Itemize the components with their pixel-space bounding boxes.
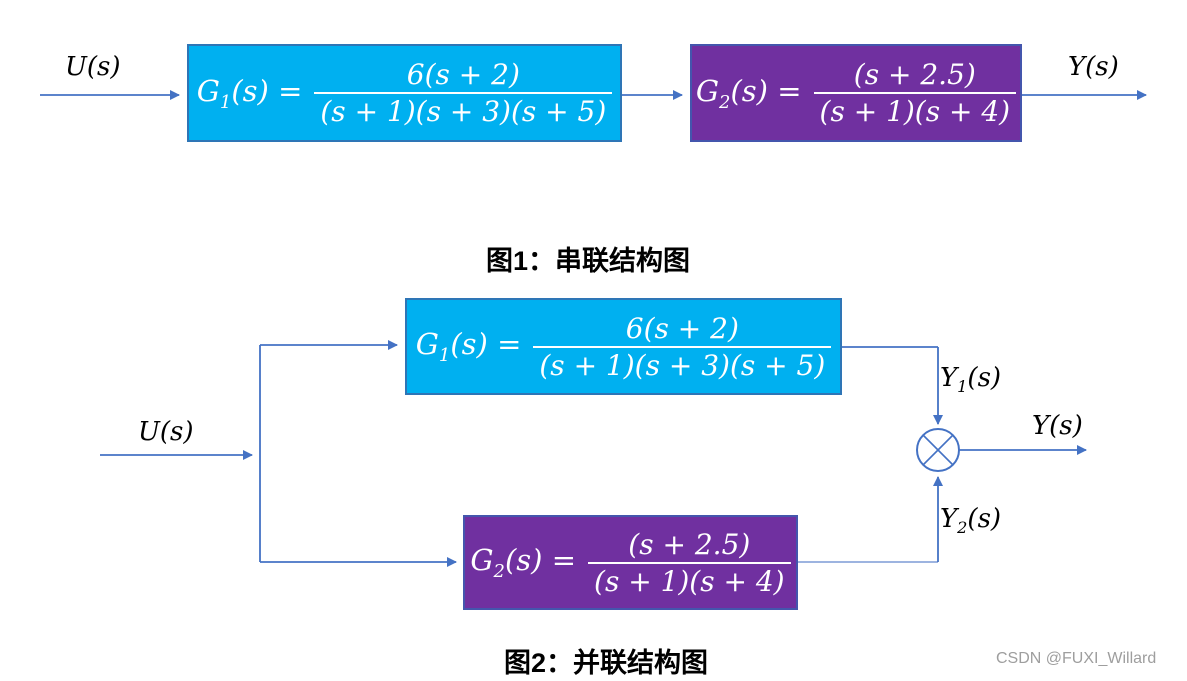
parallel-g1-block: G1(s) = 6(s + 2) (s + 1)(s + 3)(s + 5) [405, 298, 842, 395]
g1-denominator: (s + 1)(s + 3)(s + 5) [314, 92, 613, 129]
fig2-output-label: Y(s) [1032, 411, 1083, 441]
csdn-watermark: CSDN @FUXI_Willard [996, 650, 1157, 667]
fig2-input-label: U(s) [138, 417, 194, 447]
summing-junction-icon [916, 428, 960, 472]
g2-numerator: (s + 2.5) [628, 527, 751, 561]
series-g1-block: G1(s) = 6(s + 2) (s + 1)(s + 3)(s + 5) [187, 44, 622, 142]
g1-formula-lhs: G1(s) = [196, 73, 303, 113]
g1-numerator: 6(s + 2) [406, 58, 520, 91]
fig1-caption: 图1：串联结构图 [486, 246, 691, 276]
g2-formula-fraction: (s + 2.5) (s + 1)(s + 4) [588, 527, 791, 599]
g2-numerator: (s + 2.5) [853, 58, 976, 91]
g2-formula-lhs: G2(s) = [695, 73, 802, 113]
g2-formula-fraction: (s + 2.5) (s + 1)(s + 4) [813, 57, 1017, 129]
fig2-caption: 图2：并联结构图 [504, 648, 709, 678]
g1-numerator: 6(s + 2) [625, 311, 739, 345]
parallel-g2-block: G2(s) = (s + 2.5) (s + 1)(s + 4) [463, 515, 798, 610]
g2-denominator: (s + 1)(s + 4) [588, 561, 791, 599]
fig1-output-label: Y(s) [1068, 52, 1119, 82]
g2-formula-lhs: G2(s) = [470, 543, 577, 582]
g1-denominator: (s + 1)(s + 3)(s + 5) [533, 345, 832, 383]
g1-formula-fraction: 6(s + 2) (s + 1)(s + 3)(s + 5) [314, 57, 613, 129]
fig2-branch1-label: Y1(s) [940, 363, 1002, 397]
g1-formula-lhs: G1(s) = [415, 327, 522, 366]
fig1-input-label: U(s) [65, 52, 121, 82]
g2-denominator: (s + 1)(s + 4) [813, 92, 1017, 129]
g1-formula-fraction: 6(s + 2) (s + 1)(s + 3)(s + 5) [533, 311, 832, 383]
fig2-branch2-label: Y2(s) [940, 504, 1002, 538]
series-g2-block: G2(s) = (s + 2.5) (s + 1)(s + 4) [690, 44, 1022, 142]
